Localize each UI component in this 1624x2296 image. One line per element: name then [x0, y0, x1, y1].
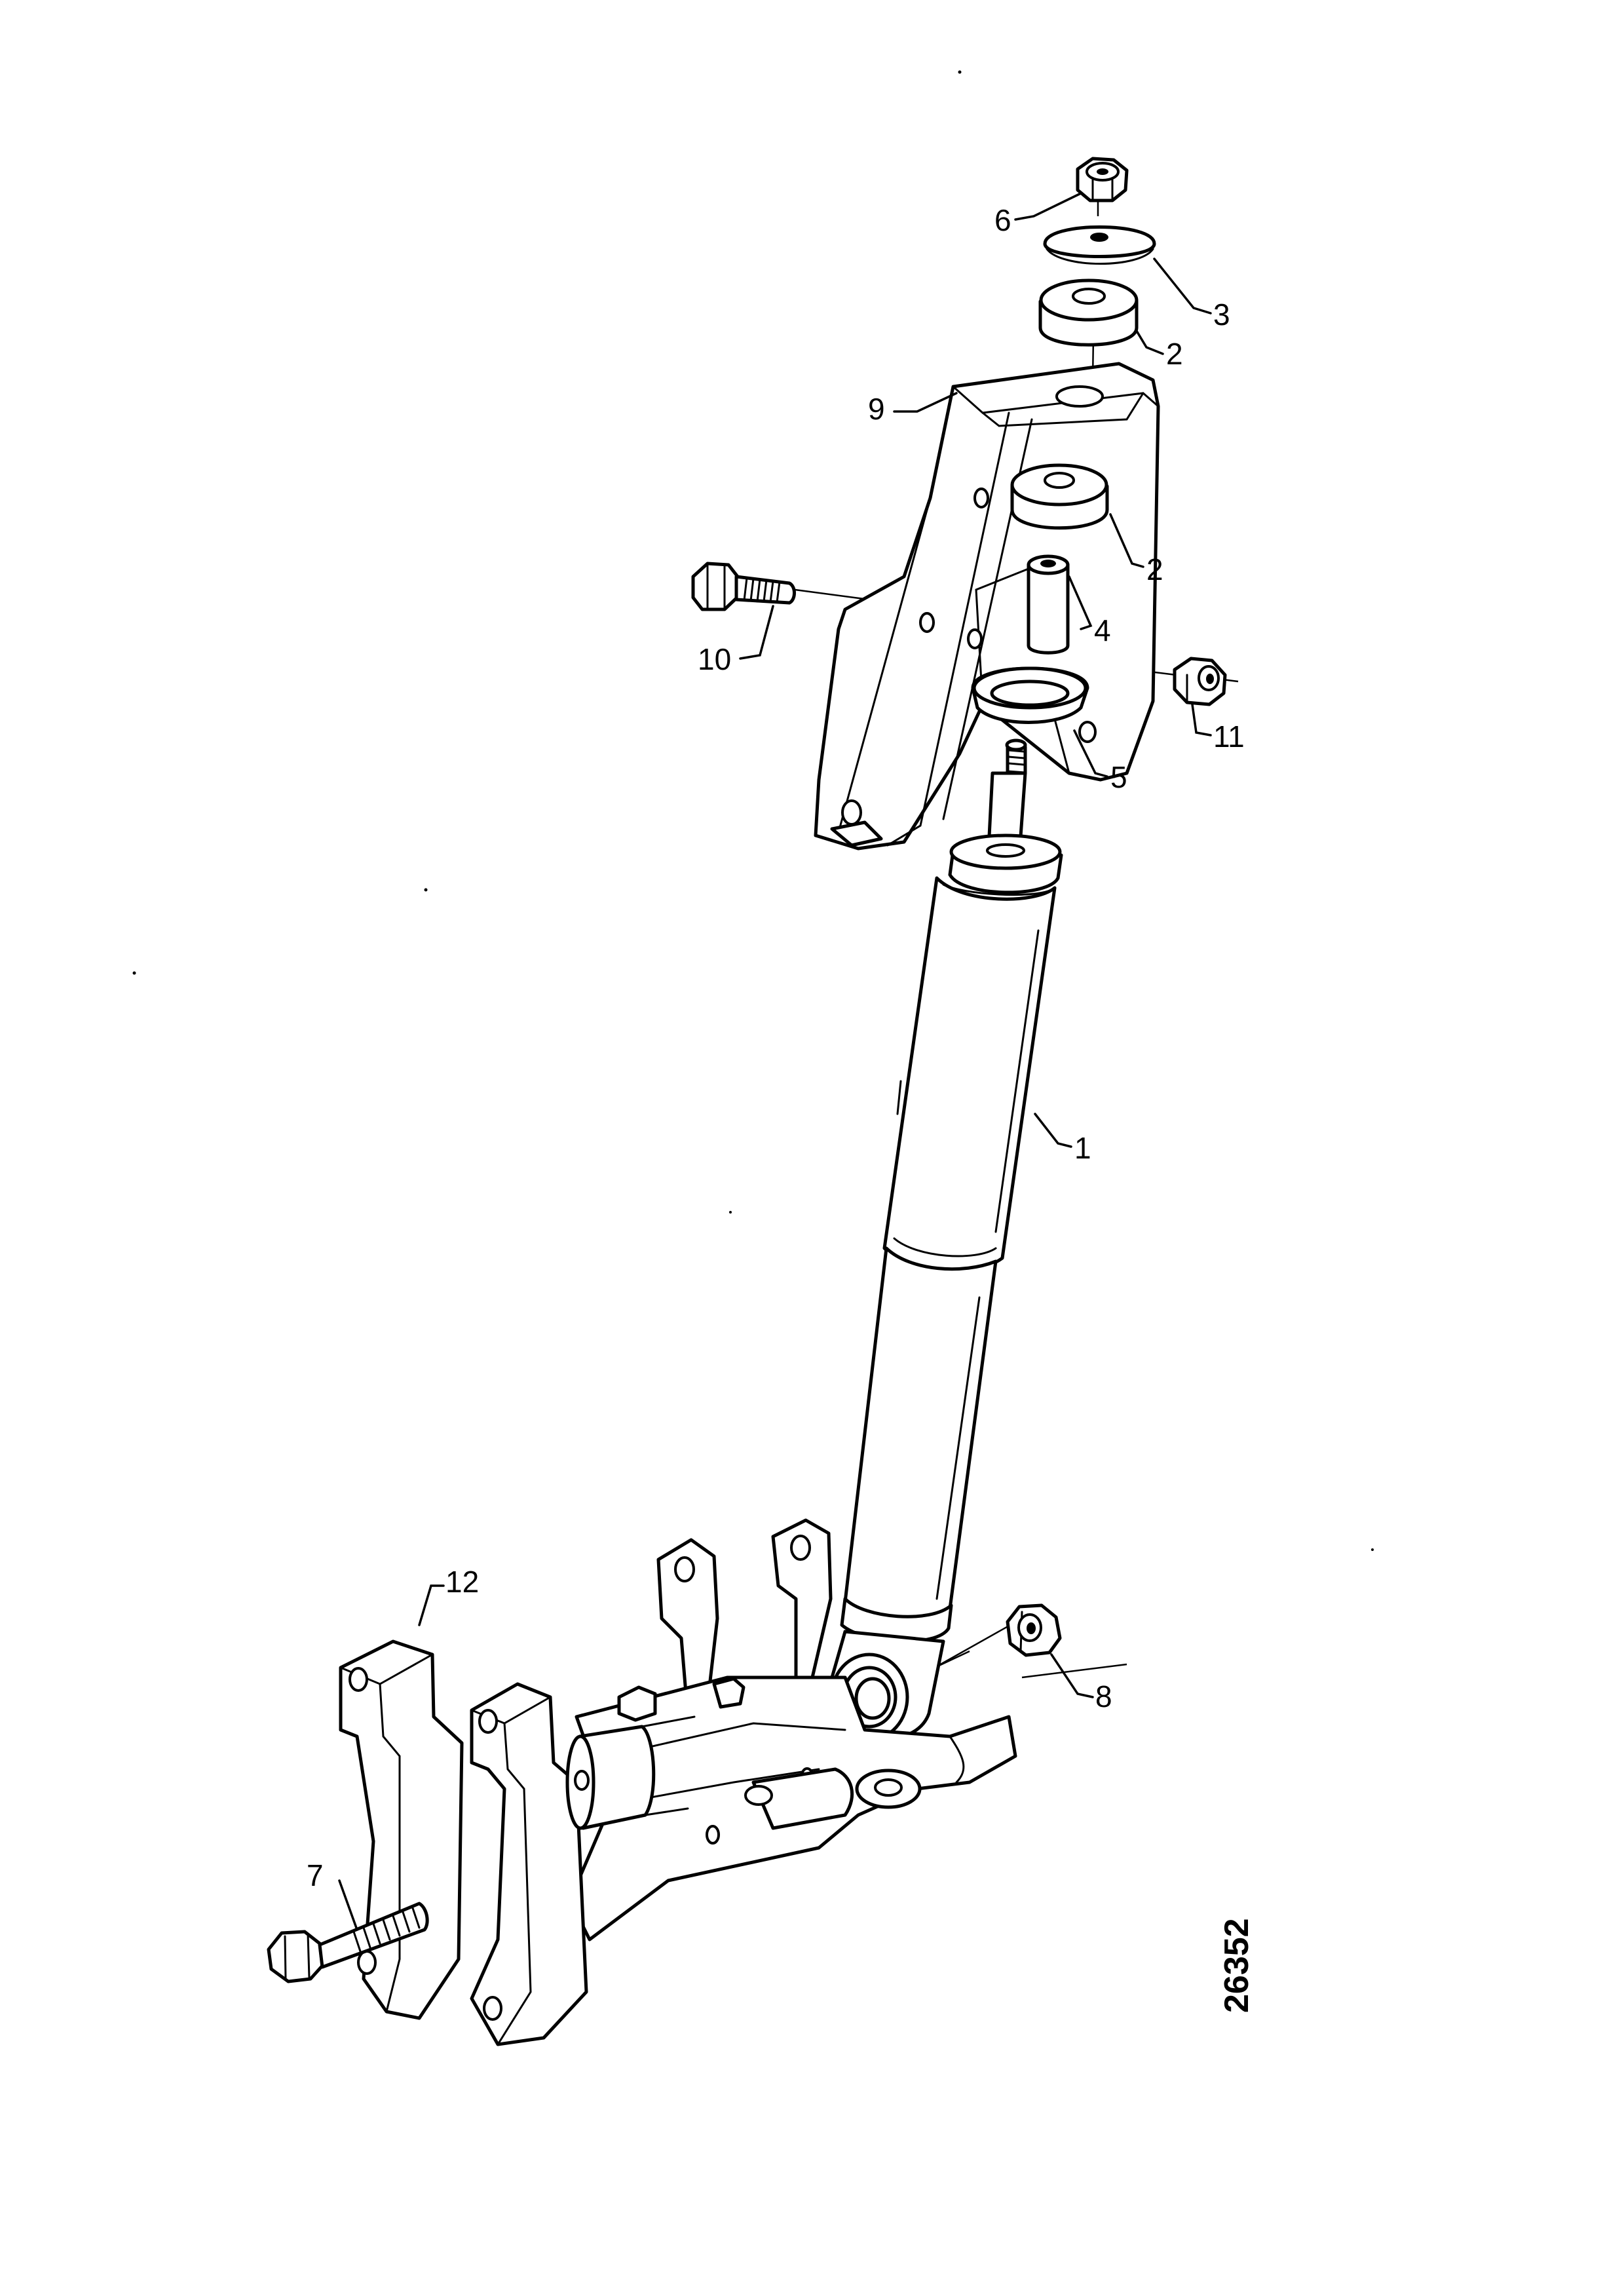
callout-9: 9 — [868, 392, 885, 426]
callout-10: 10 — [698, 642, 731, 676]
part-2-lower-bushing — [1010, 463, 1109, 530]
part-3-washer — [1043, 225, 1156, 265]
part-10-bolt — [691, 562, 796, 611]
callout-4: 4 — [1094, 613, 1111, 647]
part-11-side-nut — [1173, 657, 1227, 706]
figure-number: 26352 — [1218, 1918, 1256, 2013]
callout-leader-lines — [338, 192, 1212, 1931]
callout-2-upper: 2 — [1166, 337, 1183, 371]
callout-6: 6 — [994, 203, 1011, 237]
callout-5: 5 — [1110, 760, 1127, 794]
part-2-upper-bushing — [1038, 278, 1139, 347]
part-6-top-nut — [1076, 157, 1129, 202]
callout-1: 1 — [1074, 1131, 1091, 1165]
part-8-lower-nut — [1006, 1603, 1062, 1657]
callout-8: 8 — [1095, 1679, 1112, 1713]
callout-12: 12 — [445, 1565, 479, 1599]
part-5-cup-washer — [971, 666, 1089, 724]
callout-11: 11 — [1213, 719, 1245, 754]
part-7-long-bolt — [267, 1902, 429, 1983]
callout-3: 3 — [1213, 297, 1230, 332]
scan-specks — [132, 70, 1374, 1551]
part-4-spacer-sleeve — [1027, 554, 1070, 655]
callout-labels: 6 3 2 9 2 10 4 11 5 1 12 8 7 — [307, 203, 1245, 1892]
callout-2-lower: 2 — [1146, 552, 1163, 586]
part-1-shock-absorber — [829, 738, 1063, 1742]
callout-7: 7 — [307, 1858, 324, 1892]
